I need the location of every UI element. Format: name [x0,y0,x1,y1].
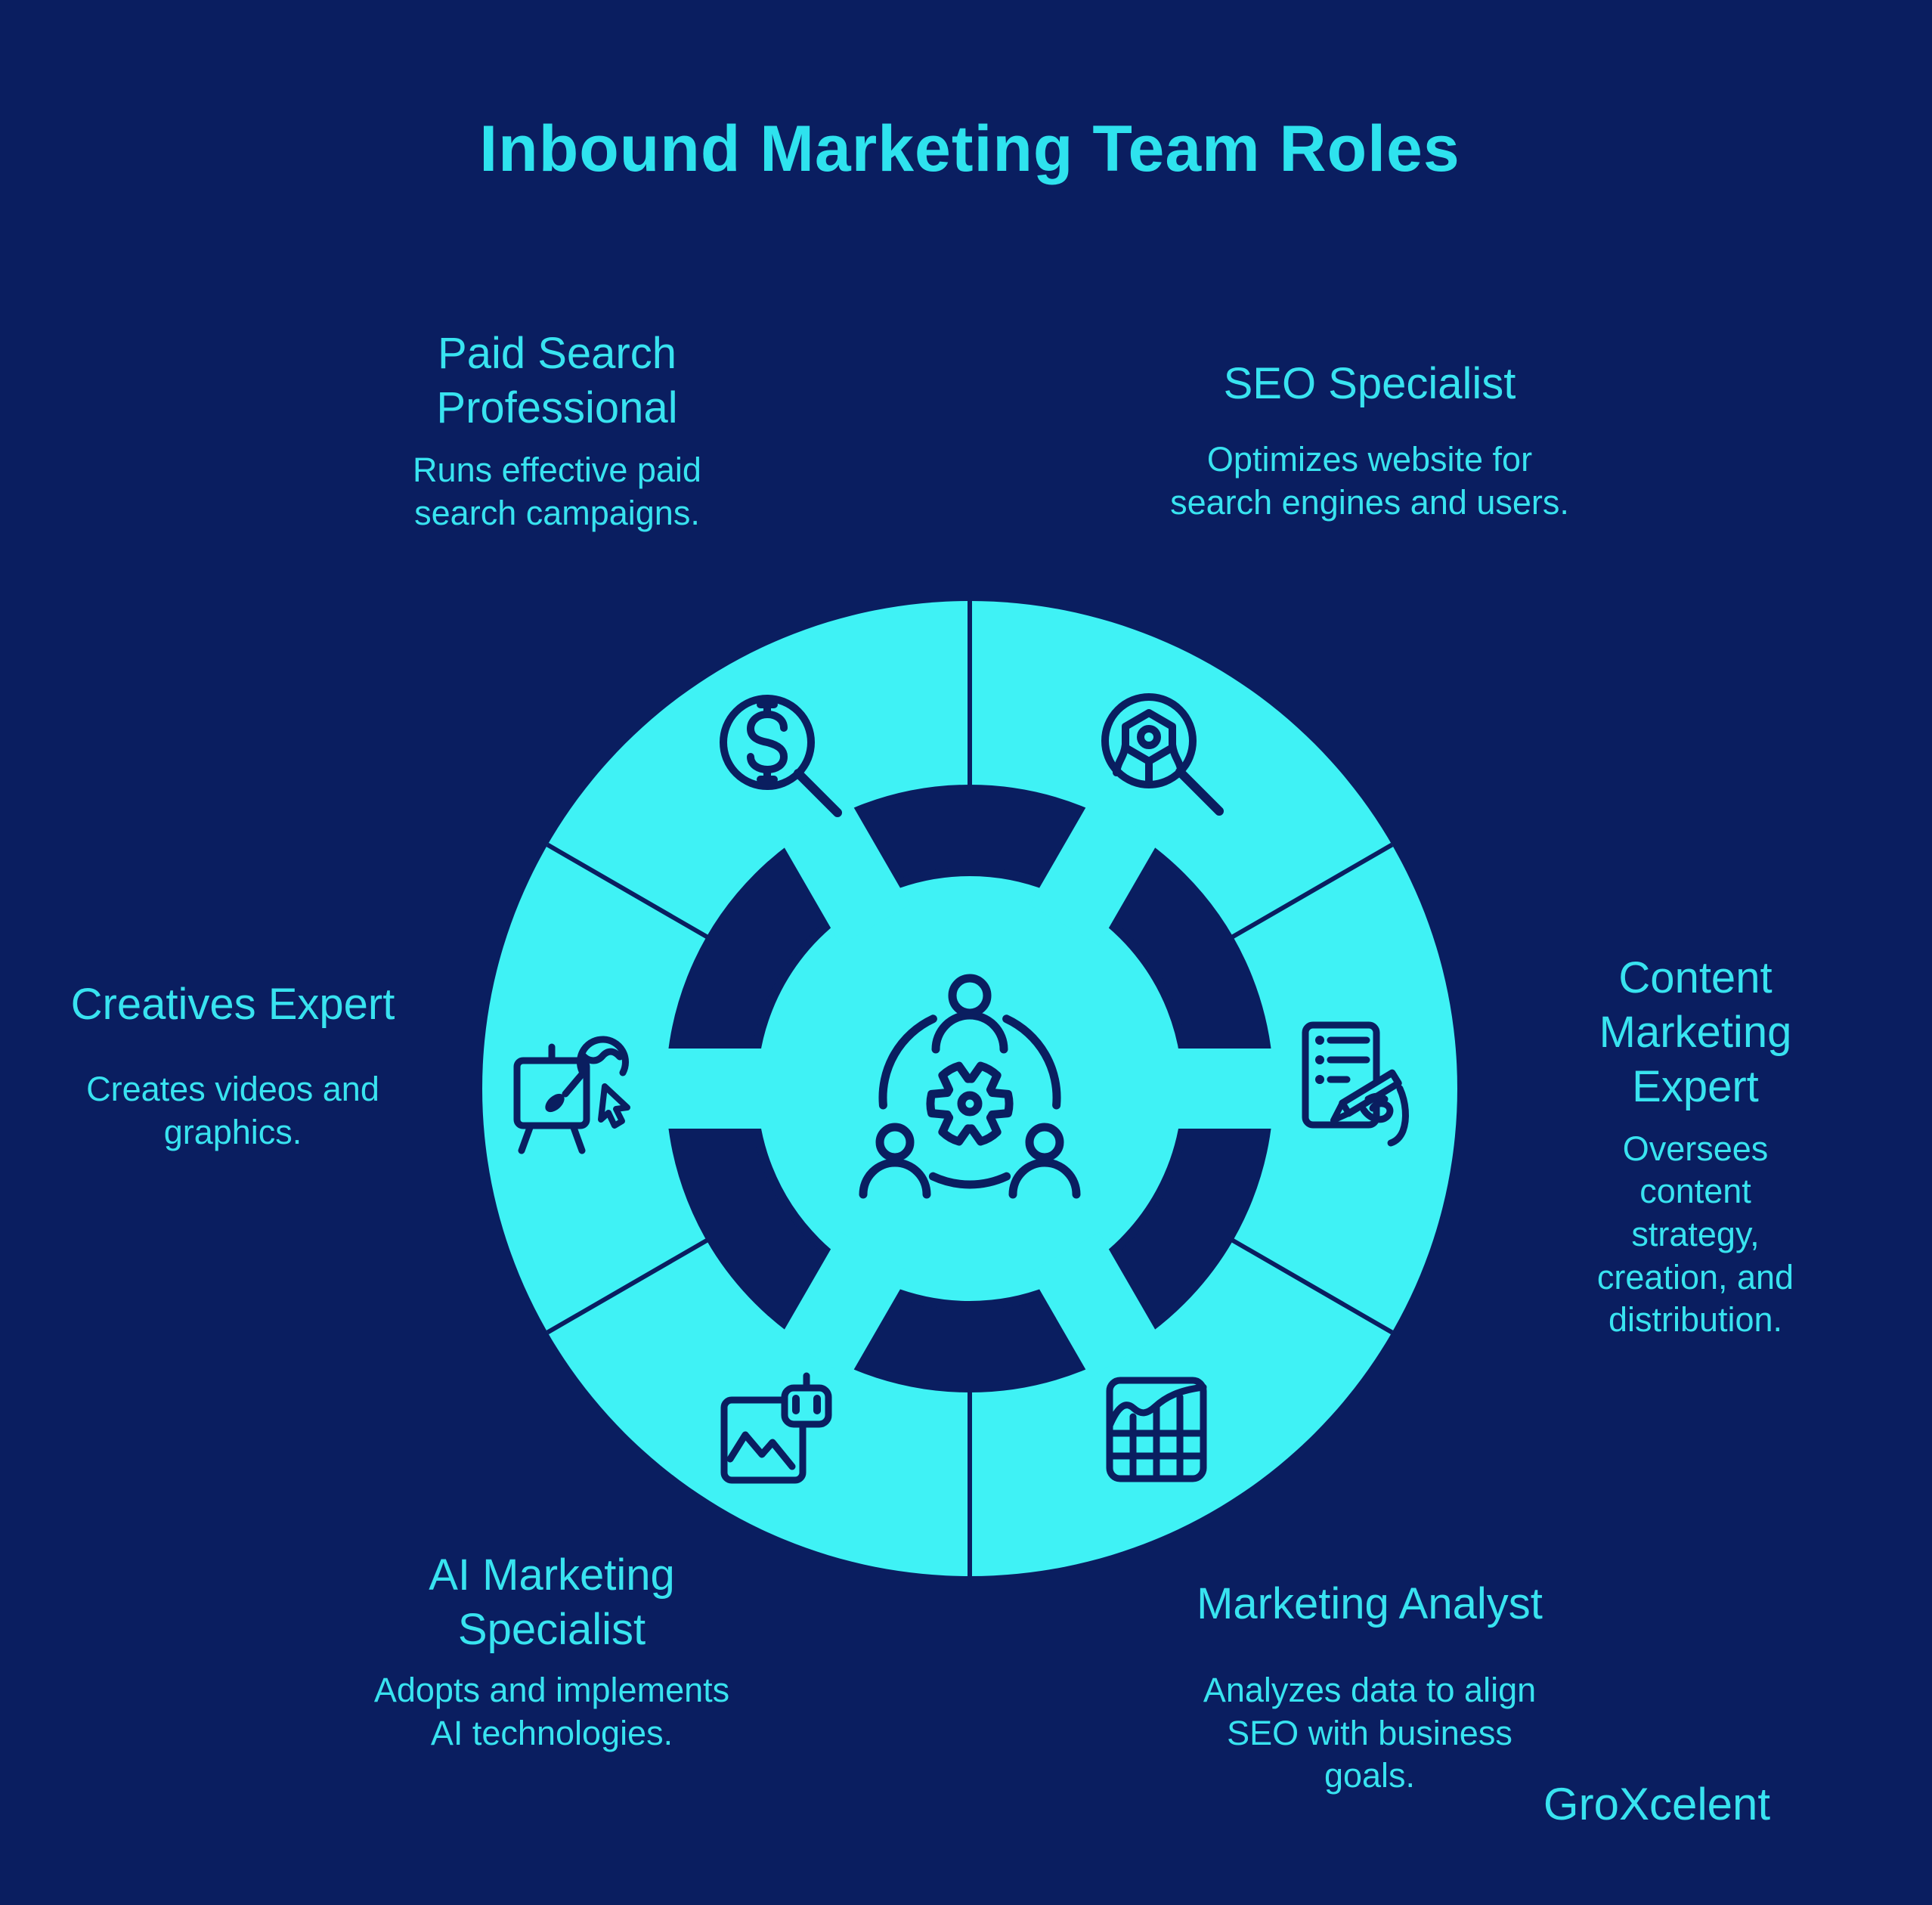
robot-magnifier-icon [1101,693,1224,816]
spoke [780,1232,910,1377]
role-description: Adopts and implements AI technologies. [373,1670,730,1752]
spoke [1029,1232,1160,1377]
role-label-paid-search: Paid Search Professional Runs effective … [413,327,701,534]
spoke [1159,1049,1280,1129]
page-title: Inbound Marketing Team Roles [479,113,1460,185]
spoke [660,1049,781,1129]
image-robot-icon [720,1372,832,1484]
document-pen-hand-icon [1302,1021,1409,1147]
team-collaboration-gear-icon [859,974,1081,1199]
spoke [780,800,910,945]
easel-person-cursor-icon [513,1036,630,1154]
role-title: AI Marketing Specialist [429,1550,675,1654]
chart-grid-icon [1106,1377,1207,1482]
brand-name: GroXcelent [1543,1779,1771,1829]
gear-icon [926,1061,1014,1146]
role-label-creatives: Creatives Expert Creates videos and grap… [71,977,395,1154]
hub-spokes [660,800,1280,1377]
role-label-ai-marketing: AI Marketing Specialist Adopts and imple… [374,1548,729,1755]
role-title: Marketing Analyst [1197,1579,1543,1628]
role-description: Optimizes website for search engines and… [1170,439,1569,522]
hub-circle [748,867,1191,1310]
role-label-marketing-analyst: Marketing Analyst Analyzes data to align… [1197,1577,1543,1798]
role-title: Paid Search Professional [436,329,678,432]
role-title: Creatives Expert [70,980,395,1029]
role-title: Content Marketing Expert [1599,953,1792,1111]
role-label-content-marketing: Content Marketing Expert Oversees conten… [1577,951,1814,1342]
dollar-magnifier-icon [720,695,842,817]
role-description: Oversees content strategy, creation, and… [1596,1129,1794,1340]
role-description: Runs effective paid search campaigns. [413,450,701,532]
role-description: Creates videos and graphics. [86,1069,379,1151]
spoke [1029,800,1160,945]
role-description: Analyzes data to align SEO with business… [1203,1670,1537,1795]
role-label-seo: SEO Specialist Optimizes website for sea… [1170,357,1569,524]
role-title: SEO Specialist [1223,359,1516,408]
